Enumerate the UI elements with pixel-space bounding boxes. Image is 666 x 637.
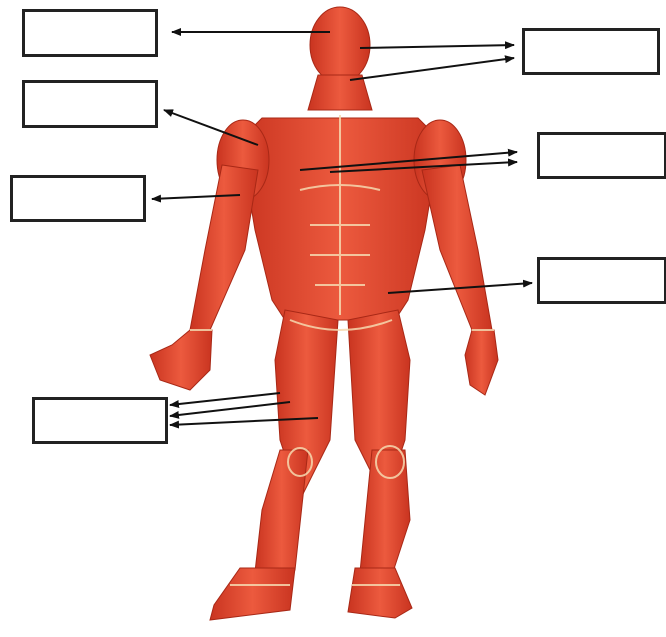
label-box-shoulder[interactable] [22,80,158,128]
right-hand [465,330,498,395]
neck-muscles [308,75,372,110]
left-hand [150,330,212,390]
label-box-face-neck[interactable] [522,28,660,75]
label-box-arm[interactable] [10,175,146,222]
muscle-body [150,7,498,620]
arrow-to-box-5b [350,58,514,80]
label-box-head[interactable] [22,9,158,57]
label-box-thigh[interactable] [32,397,168,444]
label-box-abdomen[interactable] [537,257,666,304]
head-muscles [310,7,370,83]
left-arm [190,165,258,330]
arrow-to-box-4b [170,402,290,416]
left-shin [255,450,308,572]
right-foot [348,568,412,618]
arrow-to-box-5a [360,45,514,48]
right-arm [422,165,492,330]
left-foot [210,568,295,620]
arrow-to-box-4a [170,393,280,405]
label-box-chest[interactable] [537,132,666,179]
